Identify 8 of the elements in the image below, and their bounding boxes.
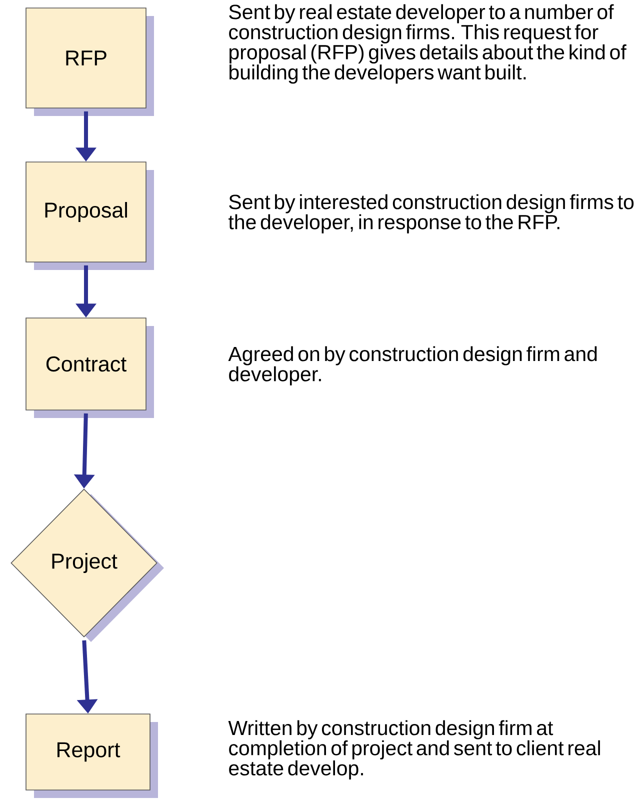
description-text: Sent by real estate developer to a number of construction design firms. This request for proposal (RFP) gives details about the kind of building the developers want built. — [229, 4, 626, 84]
process-box: RFP — [26, 8, 154, 116]
process-box: Contract — [26, 318, 154, 418]
process-box: Proposal — [26, 162, 154, 270]
process-box: Report — [26, 714, 158, 798]
description-text: Written by construction design firm at completion of project and sent to client real estate develop. — [228, 720, 600, 780]
description-text: Sent by interested construction design firms to the developer, in response to the RFP. — [228, 194, 634, 234]
description-text: Agreed on by construction design firm and developer. — [228, 346, 597, 386]
